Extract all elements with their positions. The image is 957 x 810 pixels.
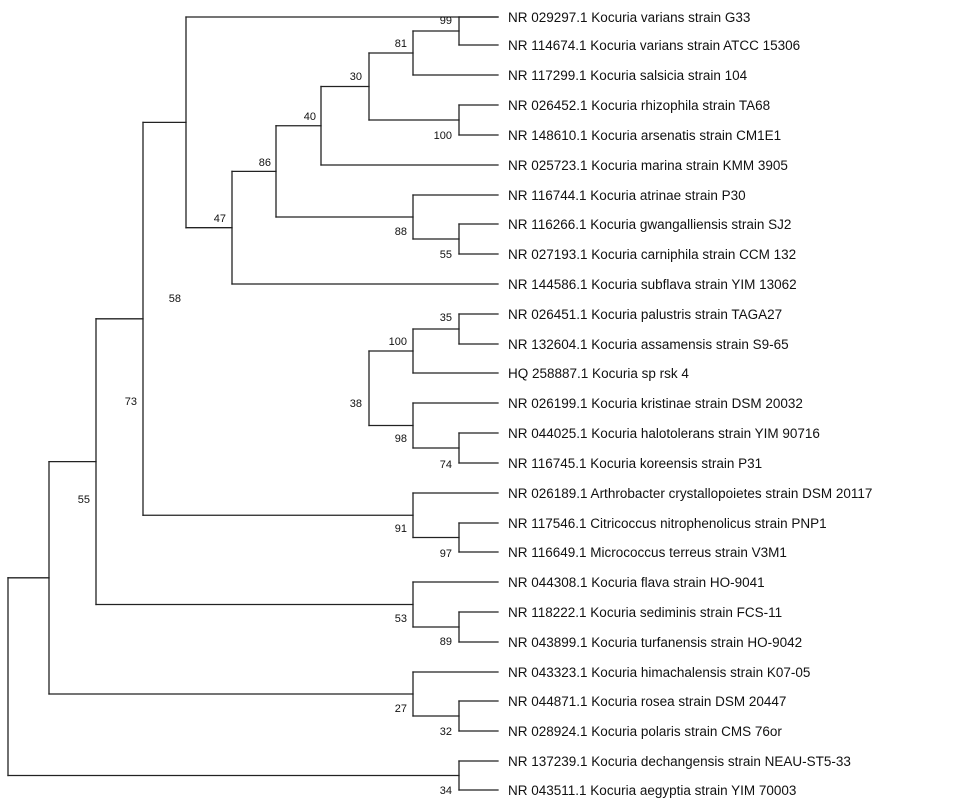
taxon-label: NR 117299.1 Kocuria salsicia strain 104 [508,68,748,83]
bootstrap-value: 74 [440,459,452,471]
bootstrap-value: 55 [78,494,90,506]
taxon-label: NR 044871.1 Kocuria rosea strain DSM 204… [508,694,786,709]
taxon-label: NR 025723.1 Kocuria marina strain KMM 39… [508,158,788,173]
bootstrap-value: 100 [434,130,452,142]
bootstrap-value: 88 [395,226,407,238]
bootstrap-value: 91 [395,523,407,535]
bootstrap-value: 34 [440,785,452,797]
taxon-label: NR 137239.1 Kocuria dechangensis strain … [508,754,851,769]
taxon-label: NR 043511.1 Kocuria aegyptia strain YIM … [508,783,796,798]
taxon-label: NR 026189.1 Arthrobacter crystallopoiete… [508,486,872,501]
bootstrap-value: 99 [440,15,452,27]
bootstrap-value: 27 [395,703,407,715]
taxon-label: NR 029297.1 Kocuria varians strain G33 [508,10,750,25]
bootstrap-value: 40 [304,111,316,123]
taxon-label: NR 044025.1 Kocuria halotolerans strain … [508,426,820,441]
tree-labels: 99 81 100 30 40 55 88 86 47 35 100 74 98 38 58 97 91 73 89… [78,10,873,798]
taxon-label: NR 116745.1 Kocuria koreensis strain P31 [508,456,762,471]
bootstrap-value: 81 [395,38,407,50]
bootstrap-value: 32 [440,726,452,738]
bootstrap-value: 98 [395,433,407,445]
taxon-label: NR 027193.1 Kocuria carniphila strain CC… [508,247,796,262]
taxon-label: NR 043899.1 Kocuria turfanensis strain H… [508,635,802,650]
taxon-label: NR 148610.1 Kocuria arsenatis strain CM1… [508,128,781,143]
taxon-label: NR 144586.1 Kocuria subflava strain YIM … [508,277,797,292]
taxon-label: NR 114674.1 Kocuria varians strain ATCC … [508,38,800,53]
taxon-label: NR 043323.1 Kocuria himachalensis strain… [508,665,810,680]
taxon-label: NR 026199.1 Kocuria kristinae strain DSM… [508,396,803,411]
taxon-label: NR 116266.1 Kocuria gwangalliensis strai… [508,217,791,232]
taxon-label: NR 044308.1 Kocuria flava strain HO-9041 [508,575,765,590]
taxon-label: NR 026452.1 Kocuria rhizophila strain TA… [508,98,770,113]
bootstrap-value: 47 [214,213,226,225]
bootstrap-value: 86 [259,157,271,169]
taxon-label: NR 117546.1 Citricoccus nitrophenolicus … [508,516,827,531]
bootstrap-value: 97 [440,548,452,560]
bootstrap-value: 53 [395,613,407,625]
taxon-label: NR 026451.1 Kocuria palustris strain TAG… [508,307,782,322]
taxon-label: HQ 258887.1 Kocuria sp rsk 4 [508,366,689,381]
bootstrap-value: 38 [350,398,362,410]
bootstrap-value: 89 [440,636,452,648]
taxon-label: NR 028924.1 Kocuria polaris strain CMS 7… [508,724,782,739]
taxon-label: NR 116744.1 Kocuria atrinae strain P30 [508,188,746,203]
taxon-label: NR 118222.1 Kocuria sediminis strain FCS… [508,605,782,620]
bootstrap-value: 73 [125,396,137,408]
tree-branches [7,16,499,791]
bootstrap-value: 30 [350,71,362,83]
bootstrap-value: 58 [169,293,181,305]
bootstrap-value: 55 [440,249,452,261]
bootstrap-value: 35 [440,312,452,324]
bootstrap-value: 100 [389,336,407,348]
taxon-label: NR 132604.1 Kocuria assamensis strain S9… [508,337,789,352]
taxon-label: NR 116649.1 Micrococcus terreus strain V… [508,545,787,560]
